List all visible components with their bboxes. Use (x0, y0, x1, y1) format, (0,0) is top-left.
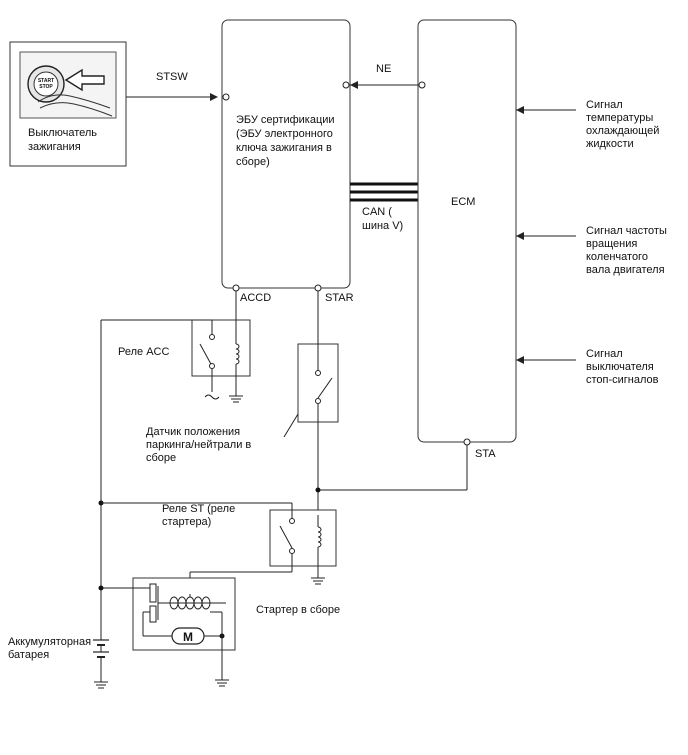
st-relay-coil-icon (317, 526, 322, 548)
ignition-switch-label-line-1: Выключатель (28, 127, 97, 139)
battery-icon (93, 639, 109, 658)
ne-terminal-ecu (342, 81, 350, 89)
st-relay-label-line-1: Реле ST (реле (162, 503, 235, 515)
stsw-arrow (210, 93, 218, 101)
starter-assembly: M (101, 577, 236, 687)
st-relay (187, 503, 337, 597)
sta-terminal (463, 438, 471, 446)
junction-dot (315, 487, 321, 493)
solenoid-coil-icon (169, 602, 211, 610)
starter-label: Стартер в сборе (256, 604, 340, 616)
input-signal-coolant: Сигнал температуры охлаждающей жидкости (516, 99, 659, 150)
star-terminal (314, 284, 322, 292)
certification-ecu-label-line-4: сборе) (236, 156, 270, 168)
stop-signal-line-1: Сигнал (586, 348, 623, 360)
ground-icon (311, 577, 325, 585)
pn-switch-label-line-1: Датчик положения (146, 426, 240, 438)
input-signal-stoplight: Сигнал выключателя стоп-сигналов (516, 348, 659, 386)
ignition-switch: START STOP Выключатель зажигания (9, 41, 127, 167)
battery-label-line-2: батарея (8, 649, 49, 661)
acc-relay-label: Реле ACC (118, 346, 169, 358)
pn-switch-label-line-2: паркинга/нейтрали в (146, 439, 251, 451)
starter-contact-bottom (149, 605, 157, 623)
can-label-line-1: CAN ( (362, 206, 392, 218)
crank-signal-line-2: вращения (586, 238, 637, 250)
pn-switch (283, 291, 339, 515)
ground-icon (229, 395, 243, 403)
ecm-box (417, 19, 517, 443)
battery-label-line-1: Аккумуляторная (8, 636, 91, 648)
certification-ecu-label-line-1: ЭБУ сертификации (236, 114, 335, 126)
ne-arrow (350, 81, 358, 89)
ground-icon (215, 679, 229, 687)
motor-icon: M (171, 627, 205, 645)
crank-signal-line-3: коленчатого (586, 251, 648, 263)
start-button-text: START (38, 78, 54, 84)
certification-ecu-label-line-3: ключа зажигания в (236, 142, 332, 154)
sta-label: STA (475, 448, 496, 460)
ne-terminal-ecm (418, 81, 426, 89)
coolant-signal-line-4: жидкости (586, 138, 634, 150)
acc-relay-coil-icon (235, 343, 240, 365)
accd-terminal (232, 284, 240, 292)
stop-button-text: STOP (39, 84, 53, 90)
acc-relay (101, 291, 251, 403)
stsw-terminal (222, 93, 230, 101)
st-relay-box (269, 509, 337, 567)
stsw-label: STSW (156, 71, 188, 83)
ground-icon (94, 681, 108, 689)
ignition-switch-label-line-2: зажигания (28, 141, 81, 153)
stop-signal-line-3: стоп-сигналов (586, 374, 659, 386)
coolant-signal-line-1: Сигнал (586, 99, 623, 111)
pn-switch-label-line-3: сборе (146, 452, 176, 464)
stop-signal-line-2: выключателя (586, 361, 654, 373)
st-relay-label-line-2: стартера) (162, 516, 211, 528)
battery (93, 639, 109, 689)
crank-signal-line-4: вала двигателя (586, 264, 665, 276)
acc-output-symbol (204, 394, 220, 400)
coolant-signal-line-2: температуры (586, 112, 653, 124)
pn-switch-lever (283, 413, 299, 438)
input-signal-crankshaft: Сигнал частоты вращения коленчатого вала… (516, 225, 667, 276)
junction-dot (98, 585, 104, 591)
coolant-signal-line-3: охлаждающей (586, 125, 659, 137)
certification-ecu: ЭБУ сертификации (ЭБУ электронного ключа… (221, 19, 351, 292)
can-bus (350, 182, 418, 202)
push-button-icon: START STOP (19, 51, 117, 119)
certification-ecu-box (221, 19, 351, 289)
motor-symbol: M (183, 630, 193, 644)
star-label: STAR (325, 292, 354, 304)
ecm: ECM (417, 19, 517, 446)
ecm-label: ECM (451, 196, 475, 208)
acc-relay-box (191, 319, 251, 377)
crank-signal-line-1: Сигнал частоты (586, 225, 667, 237)
can-label-line-2: шина V) (362, 220, 403, 232)
starter-contact-top (149, 583, 157, 603)
ne-label: NE (376, 63, 391, 75)
accd-label: ACCD (240, 292, 271, 304)
certification-ecu-label-line-2: (ЭБУ электронного (236, 128, 333, 140)
